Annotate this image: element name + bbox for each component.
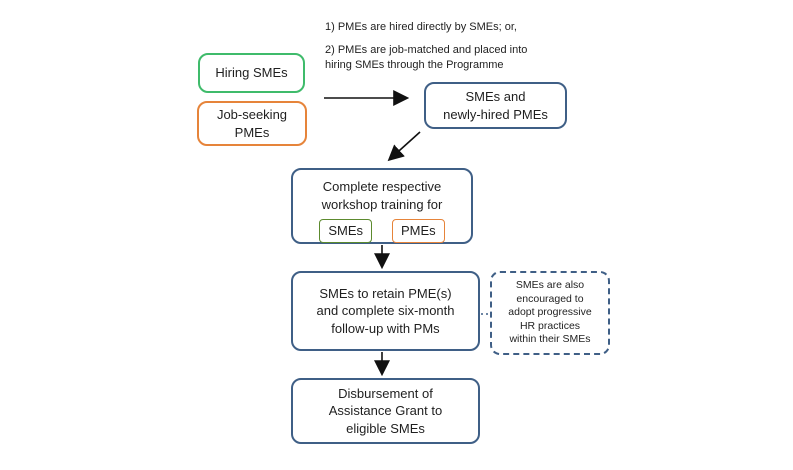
disbursement-line-1: Disbursement of: [338, 385, 433, 401]
progressive-hr-line-4: HR practices: [519, 319, 581, 332]
retain-pmes-box: SMEs to retain PME(s) and complete six-m…: [291, 271, 480, 351]
workshop-participants: SMEs PMEs: [309, 213, 454, 244]
arrow-smes-and-pmes-to-workshop: [387, 131, 421, 162]
disbursement-text: Disbursement of Assistance Grant to elig…: [329, 385, 442, 438]
progressive-hr-practices-text: SMEs are also encouraged to adopt progre…: [508, 279, 591, 347]
progressive-hr-line-2: encouraged to: [516, 292, 584, 305]
workshop-smes-badge: SMEs: [319, 219, 372, 244]
smes-and-newly-hired-pmes-line-1: SMEs and: [465, 88, 526, 104]
workshop-training-line-2: workshop training for: [321, 196, 443, 212]
progressive-hr-line-5: within their SMEs: [509, 333, 591, 346]
retain-pmes-text: SMEs to retain PME(s) and complete six-m…: [316, 285, 454, 338]
workshop-training-box: Complete respective workshop training fo…: [291, 168, 473, 244]
disbursement-box: Disbursement of Assistance Grant to elig…: [291, 378, 480, 444]
note-option-2-line-2: hiring SMEs through the Programme: [325, 58, 504, 71]
disbursement-line-2: Assistance Grant to: [328, 403, 443, 419]
smes-and-newly-hired-pmes-line-2: newly-hired PMEs: [443, 106, 548, 122]
workshop-training-line-1: Complete respective: [322, 179, 442, 194]
progressive-hr-line-3: adopt progressive: [508, 306, 592, 319]
retain-pmes-line-2: and complete six-month: [316, 303, 455, 319]
smes-and-newly-hired-pmes-box: SMEs and newly-hired PMEs: [424, 82, 567, 129]
job-seeking-pmes-box: Job-seeking PMEs: [197, 101, 307, 146]
workshop-training-text: Complete respective workshop training fo…: [309, 178, 454, 244]
disbursement-line-3: eligible SMEs: [346, 420, 425, 436]
progressive-hr-practices-box: SMEs are also encouraged to adopt progre…: [490, 271, 610, 355]
retain-pmes-line-1: SMEs to retain PME(s): [319, 285, 452, 301]
progressive-hr-line-1: SMEs are also: [515, 278, 585, 291]
job-seeking-pmes-line-1: Job-seeking: [216, 106, 288, 122]
job-seeking-pmes-line-2: PMEs: [234, 124, 270, 140]
hiring-smes-box: Hiring SMEs: [198, 53, 305, 93]
job-seeking-pmes-text: Job-seeking PMEs: [217, 106, 287, 141]
retain-pmes-line-3: follow-up with PMs: [331, 320, 440, 336]
hiring-smes-label: Hiring SMEs: [215, 65, 288, 81]
note-option-2-line-1: 2) PMEs are job-matched and placed into: [325, 44, 528, 56]
note-option-1: 1) PMEs are hired directly by SMEs; or,: [325, 21, 517, 33]
smes-and-newly-hired-pmes-text: SMEs and newly-hired PMEs: [443, 88, 548, 123]
workshop-pmes-badge: PMEs: [392, 219, 445, 244]
note-option-2: 2) PMEs are job-matched and placed into …: [325, 43, 527, 73]
